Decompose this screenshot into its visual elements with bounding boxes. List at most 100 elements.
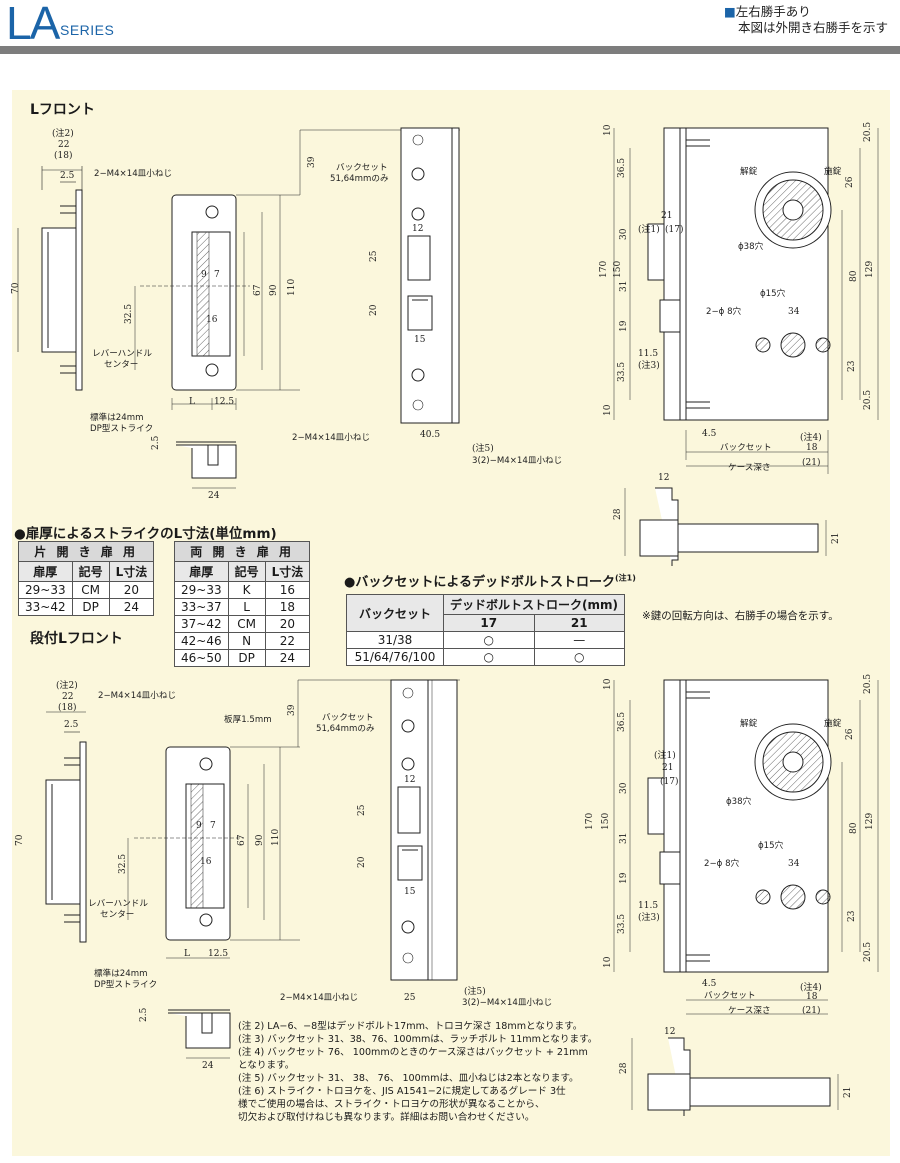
strike-side-view-bottom [45,711,87,943]
header-divider [0,46,900,54]
footnote: (注 5) バックセット 31、 38、 76、 100mmは、皿小ねじは2本と… [238,1073,579,1084]
stroke-table-title: ●バックセットによるデッドボルトストローク(注1) [344,571,636,590]
table-col-header: デッドボルトストローク(mm) [443,594,625,615]
dim-12-5-top: 12.5 [214,397,234,407]
label-backset-only-2-top: 51,64mmのみ [330,173,389,184]
section-title-stepped-front: 段付Lフロント [30,631,123,647]
dim-2-5-bottom: 2.5 [64,720,79,730]
label-screw-top: 2−M4×14皿小ねじ [94,168,172,179]
dim-110-bottom: 110 [271,829,281,846]
label-lever-center-1-top: レバーハンドル [92,348,152,359]
table-col-header: L寸法 [108,561,155,582]
dim-lines-lock-top [613,128,879,474]
dim-12-bolt-bottom: 12 [664,1027,675,1037]
label-note4-bottom: (注4) [800,981,822,993]
table-cell: CM [227,615,266,633]
dim-12-top: 12 [412,224,423,234]
note-square-icon: ■ [723,4,736,19]
label-backset-bottom: バックセット [704,990,756,1001]
series-logo: LA [6,0,60,49]
table-cell: 51/64/76/100 [345,648,445,666]
dim-22-top: 22 [58,140,69,150]
dim-33-5-bottom: 33.5 [617,914,627,934]
label-hole38-bottom: ϕ38穴 [726,795,752,807]
footnote: となります。 [238,1060,295,1071]
label-hole15-top: ϕ15穴 [760,287,786,299]
dim-lines-lock-bottom [613,680,879,1015]
dim-19-top: 19 [619,320,629,332]
dim-20-bottom: 20 [357,856,367,868]
label-case-depth-bottom: ケース深さ [728,1005,771,1016]
dim-lines-strike-top [134,129,460,410]
label-screw3-bottom: 3(2)−M4×14皿小ねじ [462,997,552,1008]
series-logo-sub: SERIES [60,22,115,38]
label-unlock-top: 解錠 [740,165,758,177]
dim-20-5a-top: 20.5 [863,122,873,142]
dim-33-5-top: 33.5 [617,362,627,382]
dim-70-top: 70 [11,282,21,294]
dim-17p-bottom: (17) [660,776,678,787]
lock-body-top [647,127,832,421]
section-title-l-front: Lフロント [30,102,95,118]
label-backset-only-1-top: バックセット [336,162,388,173]
dim-21-bottom: 21 [662,763,673,773]
table-cell: — [533,631,625,649]
label-note3-bottom: (注3) [638,911,660,923]
dim-23-top: 23 [847,360,857,372]
dim-note2-top: (注2) [52,127,74,139]
footnote: (注 2) LA−6、−8型はデッドボルト17mm、トロヨケ深さ 18mmとなり… [238,1021,583,1032]
dim-21-bolt-top: 21 [831,533,841,544]
dim-129-top: 129 [865,261,875,278]
dim-110-top: 110 [287,279,297,296]
label-backset-top: バックセット [720,442,772,453]
dim-40-5-top: 40.5 [420,430,440,440]
table-cell: 16 [264,581,311,599]
dim-21p-top: (21) [802,457,820,468]
dim-90-bottom: 90 [255,834,265,846]
lock-front-plate-bottom [390,679,458,981]
strike-table-single: 片 開 き 扉 用 扉厚 記号 L寸法 29~33 CM 20 33~42 DP… [17,541,155,616]
table-row: 31/38○— [345,631,625,649]
footnote: (注 3) バックセット 31、38、76、100mmは、ラッチボルト 11mm… [238,1034,598,1045]
dim-28-top: 28 [613,508,623,520]
label-note1-bottom: (注1) [654,749,676,761]
table-cell: DP [227,649,266,667]
label-plate-thickness: 板厚1.5mm [224,713,272,725]
label-standard-2-top: DP型ストライク [90,423,153,434]
dim-67-top: 67 [253,284,263,296]
stroke-table: バックセット デッドボルトストローク(mm) 17 21 31/38○— 51/… [345,594,625,666]
deadbolt-side-top [624,487,827,566]
table-cell: L [227,598,266,616]
table-col-header: L寸法 [264,561,311,582]
table-cell: ○ [443,648,535,666]
dim-80-bottom: 80 [849,822,859,834]
dim-9-bottom: 9 [196,821,202,831]
table-row: 29~33 CM 20 [18,581,155,599]
dim-23-bottom: 23 [847,910,857,922]
deadbolt-side-bottom [631,1037,839,1116]
footnote: (注 4) バックセット 76、 100mmのときのケース深さはバックセット +… [238,1047,588,1058]
dim-90-top: 90 [269,284,279,296]
dim-20-5a-bottom: 20.5 [863,674,873,694]
dim-10b-bottom: 10 [603,956,613,968]
label-hole15-bottom: ϕ15穴 [758,839,784,851]
dim-34-bottom: 34 [788,859,800,869]
dim-36-5-bottom: 36.5 [617,712,627,732]
lock-front-plate-top [400,127,460,424]
table-cell: DP [71,598,110,616]
table-col-header: 扉厚 [18,561,73,582]
label-hole8-top: 2−ϕ 8穴 [706,305,742,317]
dim-L-top: L [189,397,195,407]
table-cell: 18 [264,598,311,616]
dim-24-top: 24 [208,491,220,501]
label-screw-bottom: 2−M4×14皿小ねじ [98,690,176,701]
label-hole38-top: ϕ38穴 [738,240,764,252]
table-col-header: 17 [443,614,535,632]
label-lock-bottom: 施錠 [824,717,842,729]
dim-70-bottom: 70 [15,834,25,846]
dim-12-5-bottom: 12.5 [208,949,228,959]
dim-32-5-top: 32.5 [124,304,134,324]
